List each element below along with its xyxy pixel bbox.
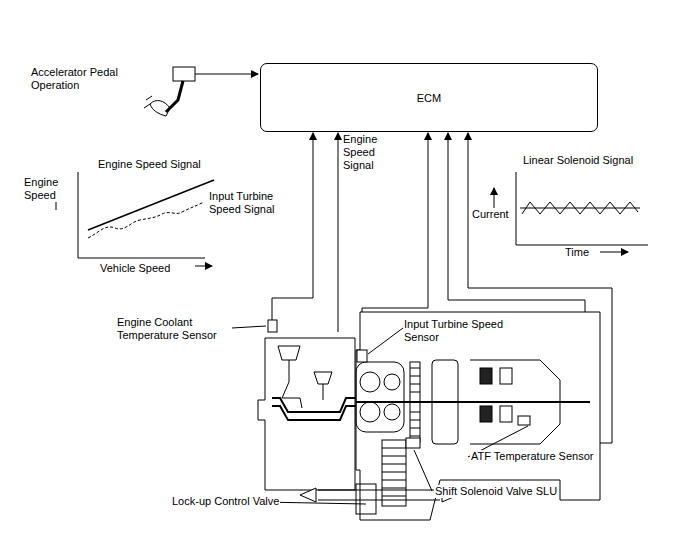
part-label: ATF Temperature Sensor — [470, 450, 594, 463]
part-label: Time — [564, 246, 590, 259]
part-label: Shift Solenoid Valve SLU — [434, 485, 558, 498]
part-label: Engine Speed Signal — [97, 158, 202, 171]
part-label: Engine Coolant Temperature Sensor — [116, 316, 230, 342]
part-label: Current — [471, 208, 510, 221]
part-label: Lock-up Control Valve — [171, 495, 280, 508]
part-label: Linear Solenoid Signal — [522, 154, 634, 167]
part-label: Accelerator Pedal Operation — [30, 66, 142, 92]
part-label: Input Turbine Speed Signal — [208, 190, 300, 216]
control-unit-box: ECM — [260, 63, 598, 132]
part-label: Input Turbine Speed Sensor — [403, 318, 521, 344]
part-label: Vehicle Speed — [99, 262, 171, 275]
box-label: ECM — [417, 92, 441, 104]
part-label: Engine Speed — [23, 176, 69, 202]
part-label: Engine Speed Signal — [342, 133, 392, 172]
